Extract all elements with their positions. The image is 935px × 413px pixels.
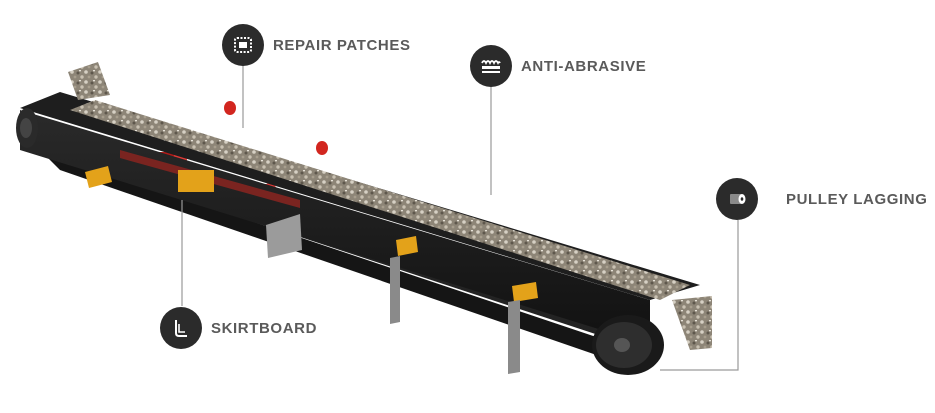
pulley-icon [716, 178, 758, 220]
repair-patch-icon [222, 24, 264, 66]
gravel-load [70, 100, 690, 300]
head-pulley [592, 315, 664, 375]
falling-material [68, 62, 712, 350]
tail-pulley [16, 108, 38, 148]
belt-side [20, 110, 650, 345]
callout-repair-patches[interactable]: REPAIR PATCHES [222, 24, 411, 66]
support-legs [390, 256, 520, 374]
callout-pulley-lagging[interactable]: PULLEY LAGGING [716, 178, 927, 220]
callout-skirtboard[interactable]: SKIRTBOARD [160, 307, 317, 349]
callout-anti-abrasive[interactable]: ANTI-ABRASIVE [470, 45, 646, 87]
conveyor-frame [40, 150, 640, 370]
callout-label: SKIRTBOARD [211, 319, 317, 337]
leader-lines [181, 62, 739, 371]
skirtboard-icon [160, 307, 202, 349]
mounting-brackets [85, 166, 538, 302]
abrasive-belt-icon [470, 45, 512, 87]
callout-label: PULLEY LAGGING [786, 190, 928, 208]
callout-label: ANTI-ABRASIVE [521, 57, 647, 75]
cross-brace [266, 214, 302, 258]
callout-label: REPAIR PATCHES [273, 36, 411, 54]
